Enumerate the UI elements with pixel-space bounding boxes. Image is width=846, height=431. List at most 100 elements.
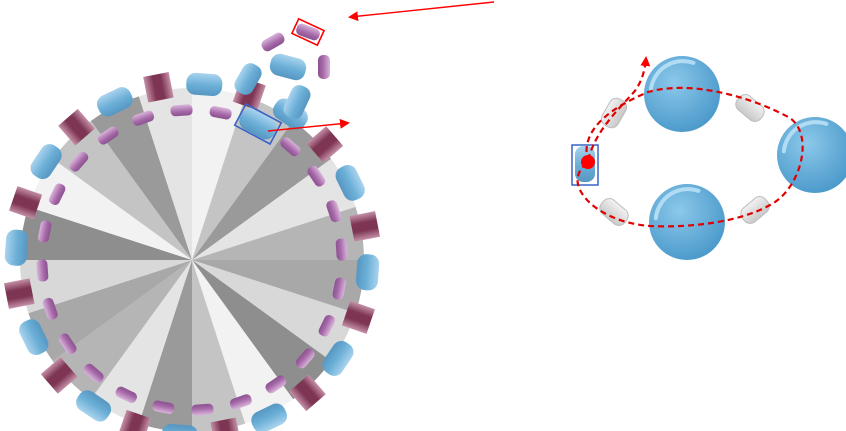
purple-block [318, 315, 336, 337]
blue-block [161, 423, 198, 431]
purple-block-body [295, 348, 315, 369]
purple-block [295, 348, 315, 369]
purple-block [326, 200, 342, 223]
inner-block-ring [36, 104, 348, 416]
maroon-block [210, 417, 241, 431]
maroon-block [3, 278, 35, 309]
purple-block [332, 277, 346, 300]
annotation-arrow [267, 118, 350, 132]
purple-block-body [42, 297, 58, 320]
dashed-loop-path [576, 86, 804, 228]
blue-block-body [76, 390, 112, 422]
wedge [90, 260, 192, 424]
purple-block [69, 151, 89, 172]
purple-block-body [332, 277, 346, 300]
wedge [192, 88, 246, 260]
purple-block-body [58, 333, 77, 355]
maroon-block [118, 409, 152, 431]
detached-purple-block-body [296, 23, 320, 41]
wedge [90, 96, 192, 261]
detached-blue-block [234, 63, 262, 95]
wedge [192, 206, 364, 260]
gray-connector [599, 198, 629, 226]
maroon-block-body [9, 186, 43, 220]
blue-block-body [251, 403, 288, 431]
red-highlight-box [290, 17, 326, 47]
gray-connector-body [740, 196, 770, 224]
blue-block-body [161, 423, 198, 431]
maroon-block [306, 126, 344, 163]
purple-block [265, 375, 287, 394]
gray-connector [740, 196, 770, 224]
maroon-block-body [40, 357, 78, 394]
purple-block-body [97, 126, 119, 145]
detached-blue-block-body [234, 63, 262, 95]
purple-block-body [191, 403, 214, 416]
purple-block-body [280, 137, 301, 157]
purple-block [42, 297, 58, 320]
detached-purple-block-body [318, 55, 330, 79]
radial-wedge-disc [20, 88, 364, 431]
purple-block [38, 220, 52, 243]
blue-block [30, 144, 62, 180]
wedge [192, 260, 246, 431]
gray-connector [735, 94, 765, 122]
blue-block [355, 254, 380, 291]
maroon-block-body [58, 108, 95, 146]
blue-block [76, 390, 112, 422]
detached-purple-block-body [261, 32, 285, 52]
maroon-block [289, 374, 326, 412]
blue-block [19, 319, 49, 356]
purple-block [48, 183, 66, 205]
detached-blocks [233, 17, 330, 146]
purple-block [132, 110, 155, 126]
blue-sphere [777, 117, 846, 193]
purple-block [58, 333, 77, 355]
blue-block-body [335, 164, 365, 201]
segmented-ring-figure [3, 17, 381, 431]
blue-block-body [322, 340, 354, 376]
blue-block [251, 403, 288, 431]
maroon-block-body [3, 278, 35, 309]
red-marker-dot [581, 155, 595, 169]
purple-block [83, 363, 104, 383]
maroon-block-body [341, 300, 375, 334]
purple-block-body [48, 183, 66, 205]
maroon-block [349, 211, 381, 242]
purple-block-body [326, 200, 342, 223]
blue-block [96, 87, 133, 117]
maroon-block-body [306, 126, 344, 163]
gray-connector-body [599, 198, 629, 226]
wedge [192, 260, 364, 314]
purple-block-body [335, 238, 348, 261]
wedge [28, 158, 193, 260]
sphere-body [777, 117, 846, 193]
detached-blue-block-body [269, 53, 307, 81]
blue-highlight-box [571, 144, 599, 186]
maroon-block [9, 186, 43, 220]
purple-block [335, 238, 348, 261]
purple-block [280, 137, 301, 157]
detached-purple-block [296, 23, 320, 41]
purple-block [115, 386, 137, 404]
blue-block-body [186, 72, 223, 97]
annotation-arrow [348, 1, 495, 22]
gray-connector-body [735, 94, 765, 122]
purple-block-body [69, 151, 89, 172]
purple-block-body [229, 394, 252, 410]
detached-blue-block [269, 53, 307, 81]
maroon-block [40, 357, 78, 394]
purple-block [170, 104, 193, 117]
detached-purple-block [318, 55, 330, 79]
wedge [138, 260, 192, 431]
blue-block-body [96, 87, 133, 117]
purple-block-body [265, 375, 287, 394]
blue-block-body [19, 319, 49, 356]
purple-block-body [83, 363, 104, 383]
blue-block [322, 340, 354, 376]
wedge [192, 260, 356, 362]
purple-block [97, 126, 119, 145]
wedge [28, 260, 193, 362]
blue-block-body [355, 254, 380, 291]
wedge [20, 206, 192, 260]
